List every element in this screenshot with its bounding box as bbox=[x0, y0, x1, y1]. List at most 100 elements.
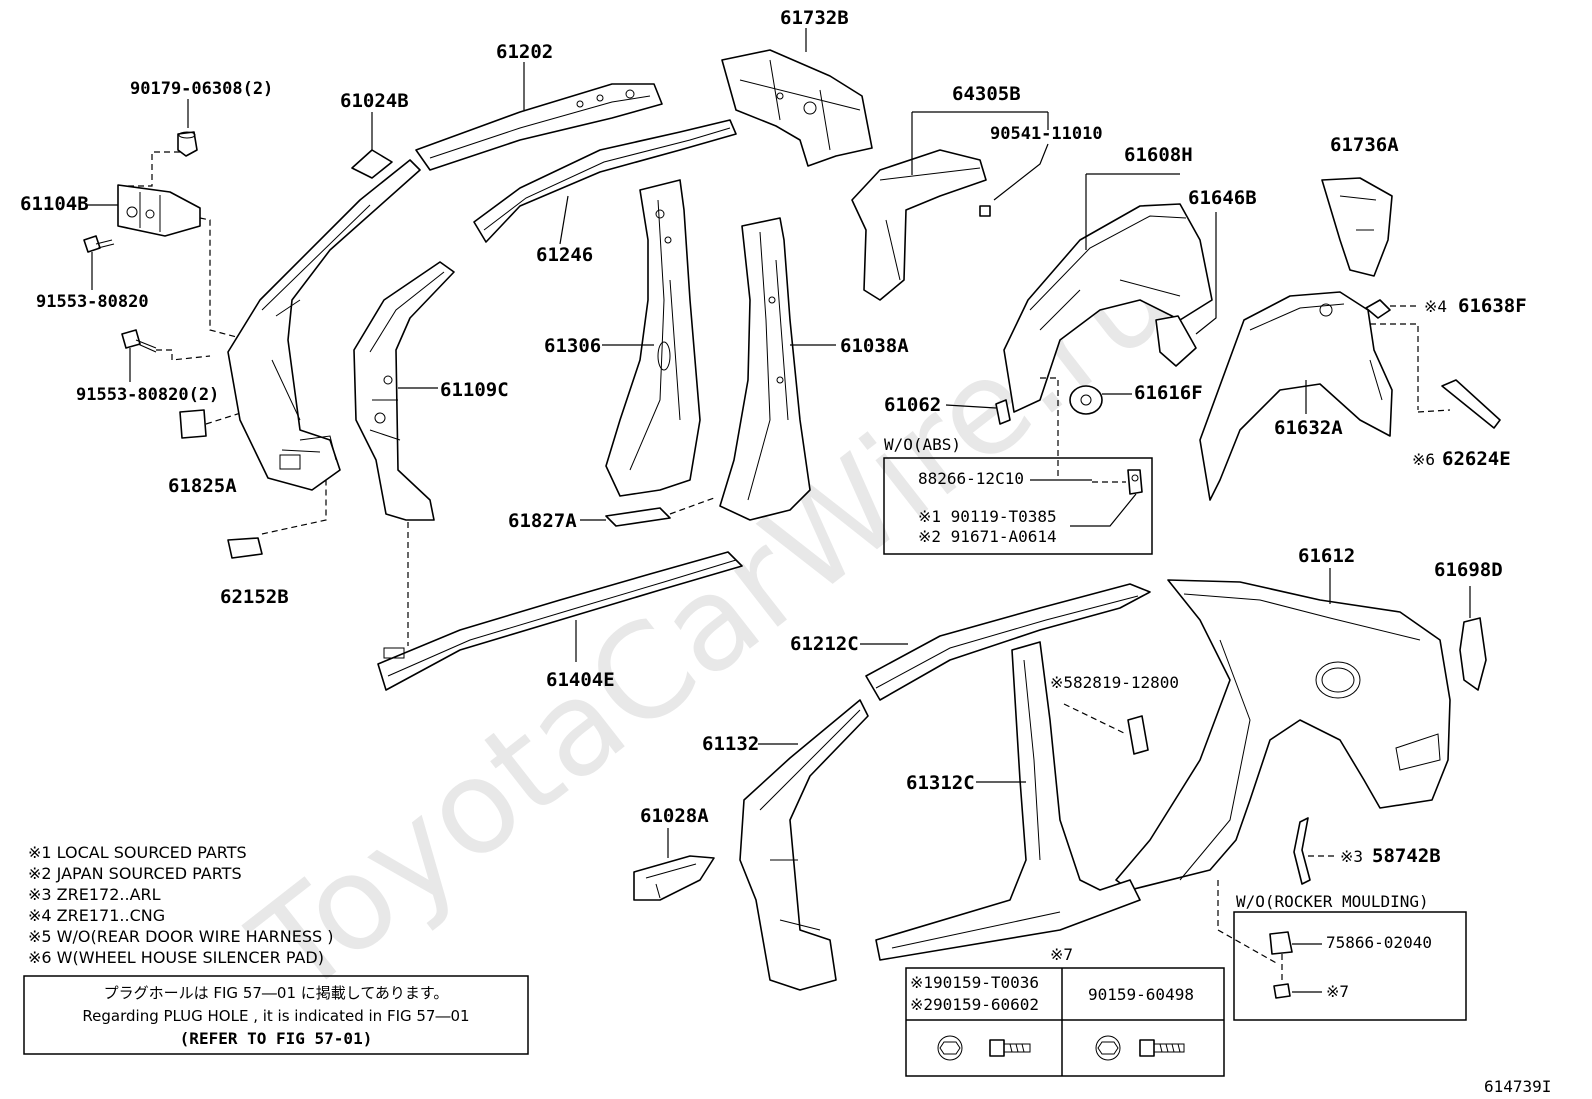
label-61646b: 61646B bbox=[1188, 187, 1257, 209]
label-61212c: 61212C bbox=[790, 633, 859, 655]
part-61109c-inner-pillar bbox=[353, 261, 455, 521]
part-61024b-front-pillar bbox=[227, 149, 421, 491]
label-61132: 61132 bbox=[702, 733, 759, 755]
note-6: ※6 W(WHEEL HOUSE SILENCER PAD) bbox=[28, 948, 324, 967]
label-90159-60498: 90159-60498 bbox=[1088, 985, 1194, 1004]
part-61732b-rear-panel bbox=[721, 49, 873, 167]
label-58742b-mark: ※3 bbox=[1340, 847, 1363, 866]
part-61028a-bracket bbox=[633, 855, 715, 901]
label-82819-12800: ※582819-12800 bbox=[1050, 673, 1179, 692]
label-61109c: 61109C bbox=[440, 379, 509, 401]
part-90179-clip bbox=[177, 131, 198, 157]
part-61608h-wheel-house bbox=[1003, 203, 1213, 413]
label-61825a: 61825A bbox=[168, 475, 237, 497]
part-62152b-pad bbox=[227, 537, 263, 559]
part-61616f-bracket bbox=[1069, 385, 1103, 415]
plug-hole-en: Regarding PLUG HOLE , it is indicated in… bbox=[82, 1007, 469, 1025]
label-61062: 61062 bbox=[884, 394, 941, 416]
part-rocker-screw bbox=[1273, 983, 1291, 999]
part-61306-center-pillar bbox=[605, 179, 701, 497]
fastener-table bbox=[905, 967, 1225, 1077]
label-61024b: 61024B bbox=[340, 90, 409, 112]
label-90119-t0385: ※1 90119-T0385 bbox=[918, 507, 1057, 526]
label-61312c: 61312C bbox=[906, 772, 975, 794]
label-64305b: 64305B bbox=[952, 83, 1021, 105]
part-abs-sensor-clip bbox=[1127, 469, 1143, 495]
label-61104b: 61104B bbox=[20, 193, 89, 215]
label-90159-60602: ※290159-60602 bbox=[910, 995, 1039, 1014]
fastener-table-title: ※7 bbox=[1050, 945, 1073, 964]
part-61202-roof-rail bbox=[415, 83, 663, 171]
part-61062-bracket bbox=[995, 399, 1011, 425]
label-61616f: 61616F bbox=[1134, 382, 1203, 404]
note-2: ※2 JAPAN SOURCED PARTS bbox=[28, 864, 242, 883]
part-75866-clip bbox=[1269, 931, 1293, 955]
label-75866-02040: 75866-02040 bbox=[1326, 933, 1432, 952]
part-58742b-moulding bbox=[1293, 817, 1311, 885]
label-90179-06308: 90179-06308(2) bbox=[130, 79, 273, 99]
label-61736a: 61736A bbox=[1330, 134, 1399, 156]
label-62624e: 62624E bbox=[1442, 448, 1511, 470]
note-5: ※5 W/O(REAR DOOR WIRE HARNESS ) bbox=[28, 927, 333, 946]
part-91553-bolt bbox=[83, 235, 115, 253]
label-62624e-mark: ※6 bbox=[1412, 450, 1435, 469]
label-61306: 61306 bbox=[544, 335, 601, 357]
fastener-screw-2 bbox=[1095, 1035, 1185, 1061]
label-58742b: 58742B bbox=[1372, 845, 1441, 867]
label-61038a: 61038A bbox=[840, 335, 909, 357]
label-rocker-mark-7: ※7 bbox=[1326, 982, 1349, 1001]
plug-hole-refer: (REFER TO FIG 57-01) bbox=[180, 1029, 373, 1048]
label-61698d: 61698D bbox=[1434, 559, 1503, 581]
label-91671-a0614: ※2 91671-A0614 bbox=[918, 527, 1057, 546]
label-90159-t0036: ※190159-T0036 bbox=[910, 973, 1039, 992]
label-61638f: 61638F bbox=[1458, 295, 1527, 317]
abs-box bbox=[883, 457, 1153, 555]
part-61638f-bracket bbox=[1365, 299, 1391, 319]
label-61638f-mark: ※4 bbox=[1424, 297, 1447, 316]
label-91553-80820-2: 91553-80820(2) bbox=[76, 385, 219, 405]
label-62152b: 62152B bbox=[220, 586, 289, 608]
label-91553-80820: 91553-80820 bbox=[36, 292, 149, 312]
part-64305b-bracket bbox=[851, 149, 987, 301]
fastener-screw-1 bbox=[937, 1035, 1031, 1061]
note-4: ※4 ZRE171..CNG bbox=[28, 906, 165, 925]
figure-code: 614739I bbox=[1484, 1077, 1551, 1096]
part-82819-grommet bbox=[1127, 715, 1149, 755]
part-61132-front-pillar bbox=[739, 699, 869, 991]
part-61246-roof-inner-rail bbox=[473, 119, 737, 243]
part-61825a-pad bbox=[179, 409, 207, 439]
label-88266-12c10: 88266-12C10 bbox=[918, 469, 1024, 488]
label-61632a: 61632A bbox=[1274, 417, 1343, 439]
part-61827a-pad bbox=[605, 507, 671, 527]
rocker-box bbox=[1233, 911, 1467, 1021]
part-61404e-rocker-panel bbox=[377, 551, 743, 691]
part-61312c-center-pillar bbox=[875, 641, 1141, 961]
plug-hole-jp: プラグホールは FIG 57―01 に掲載してあります。 bbox=[104, 984, 449, 1002]
part-61646b-bracket bbox=[1155, 315, 1197, 367]
rocker-box-title: W/O(ROCKER MOULDING) bbox=[1236, 892, 1429, 911]
label-90541-11010: 90541-11010 bbox=[990, 124, 1103, 144]
part-91553-bolt-2 bbox=[121, 329, 157, 353]
part-61104b-bracket bbox=[117, 184, 201, 237]
part-61736a-extension bbox=[1321, 177, 1393, 277]
label-61404e: 61404E bbox=[546, 669, 615, 691]
label-61246: 61246 bbox=[536, 244, 593, 266]
part-61612-quarter-panel bbox=[1115, 579, 1451, 891]
plug-hole-box bbox=[23, 975, 529, 1055]
note-3: ※3 ZRE172..ARL bbox=[28, 885, 161, 904]
note-1: ※1 LOCAL SOURCED PARTS bbox=[28, 843, 247, 862]
part-61698d-extension bbox=[1459, 617, 1487, 691]
part-62624e-pad bbox=[1441, 379, 1501, 429]
abs-box-title: W/O(ABS) bbox=[884, 435, 961, 454]
label-61732b: 61732B bbox=[780, 7, 849, 29]
label-61202: 61202 bbox=[496, 41, 553, 63]
label-61827a: 61827A bbox=[508, 510, 577, 532]
notes-list: ※1 LOCAL SOURCED PARTS ※2 JAPAN SOURCED … bbox=[28, 843, 333, 967]
label-61612: 61612 bbox=[1298, 545, 1355, 567]
label-61028a: 61028A bbox=[640, 805, 709, 827]
part-61212c-roof-rail bbox=[865, 583, 1151, 701]
label-61608h: 61608H bbox=[1124, 144, 1193, 166]
part-61632a-wheel-house-outer bbox=[1199, 291, 1393, 501]
part-61038a-center-pillar-inner bbox=[719, 217, 811, 521]
